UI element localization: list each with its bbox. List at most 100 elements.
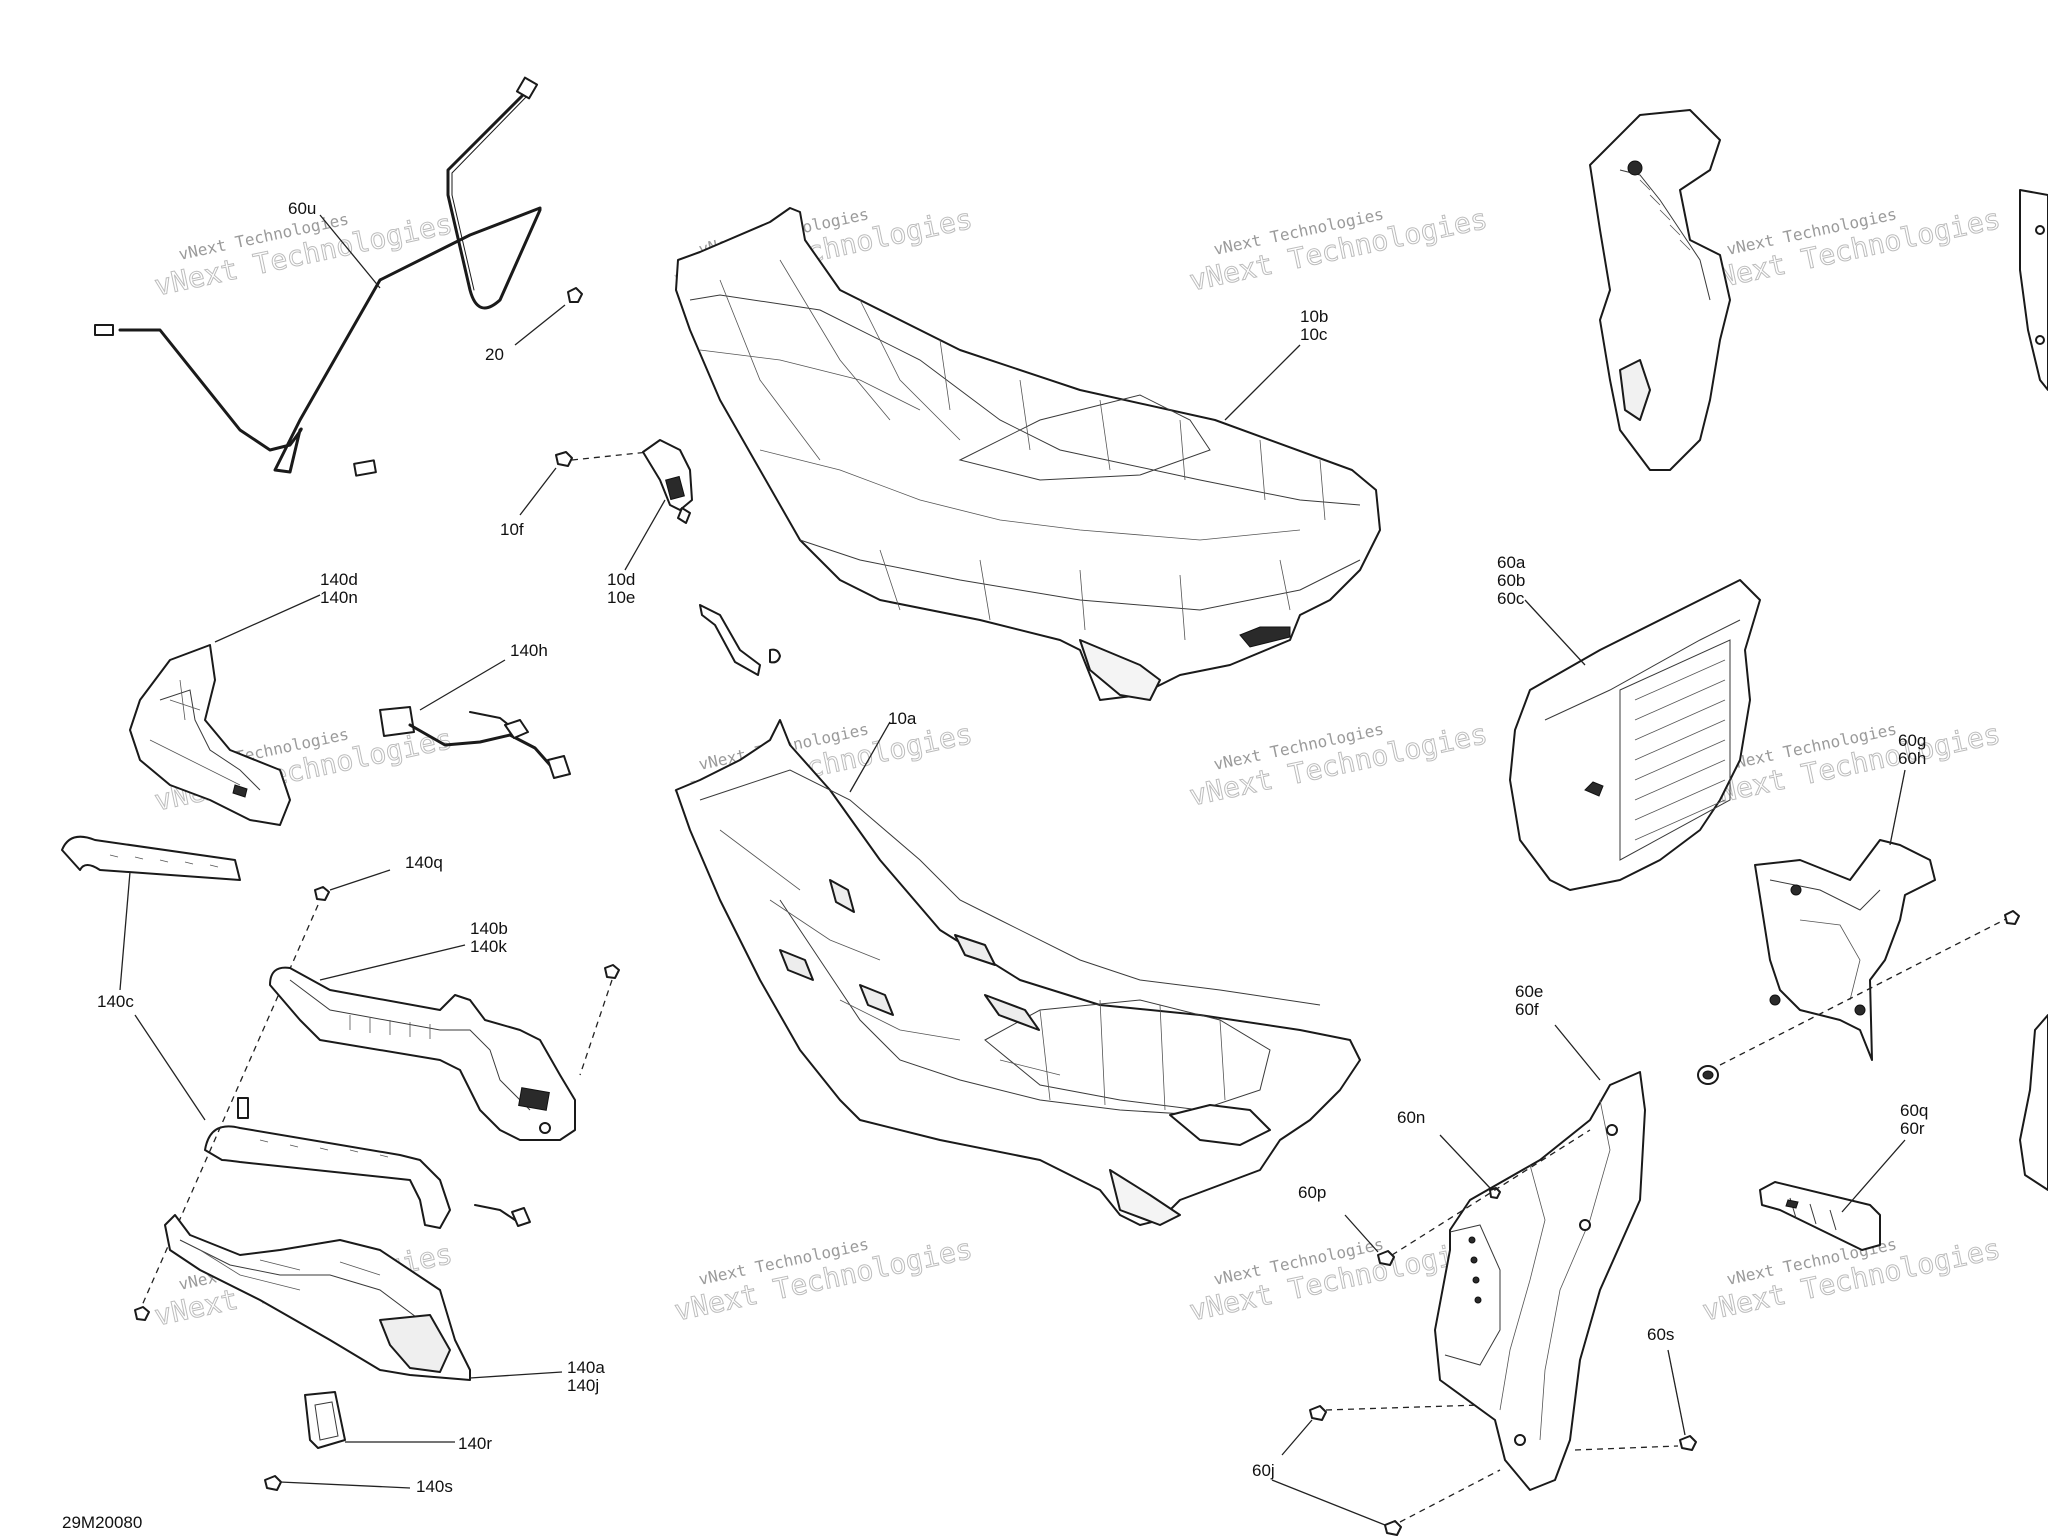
seat-10b [675,207,1381,701]
handle-support-140b [269,944,576,1141]
diagram-reference-number: 29M20080 [62,1513,142,1532]
callout-140d-line2: 140n [320,588,358,607]
leader-line [419,659,506,711]
screw-60p [1344,1214,1395,1266]
callout-60u: 60u [288,199,316,218]
callout-140d-line1: 140d [320,570,358,589]
callout-140d: 140d 140n [320,570,363,607]
leader-line [1554,1024,1601,1081]
callout-60a-line3: 60c [1497,589,1525,608]
vertical-trim-60e [1434,1024,1646,1491]
leader-line [514,304,566,346]
dashed-line [579,979,613,1076]
leader-line [469,1371,563,1379]
pin [237,1097,249,1119]
bracket-60g [1754,769,1936,1061]
callout-140h: 140h [510,641,548,660]
dashed-line [1399,1469,1501,1523]
leader-line [134,1014,206,1121]
dashed-line [1574,1445,1679,1451]
callout-10d-line1: 10d [607,570,635,589]
panel-140a [164,1214,563,1381]
edge-part-bottom-right [2019,1014,2048,1191]
callout-10b: 10b 10c [1300,307,1333,344]
leader-line [119,871,131,991]
rivet-10f [519,451,649,516]
grommet [1697,910,2020,1085]
callout-10b-line2: 10c [1300,325,1328,344]
callout-60s: 60s [1647,1325,1674,1344]
clip-60q [1759,1139,1906,1251]
callout-140r: 140r [458,1434,492,1453]
callout-20: 20 [485,345,504,364]
callout-140b-line2: 140k [470,937,507,956]
callout-140a-line2: 140j [567,1376,599,1395]
edge-part-top-right [2019,189,2048,391]
leader-line [1667,1349,1686,1436]
leader-line [279,1481,411,1489]
grab-handle-140c-bottom [134,1014,451,1229]
callout-60e-line1: 60e [1515,982,1543,1001]
callout-10a: 10a [888,709,917,728]
callout-60p: 60p [1298,1183,1326,1202]
callout-10d-line2: 10e [607,588,635,607]
callout-60q: 60q 60r [1900,1101,1933,1138]
grab-cap-140d [129,594,321,826]
callout-10b-line1: 10b [1300,307,1328,326]
callout-140a-line1: 140a [567,1358,605,1377]
callout-10f: 10f [500,520,524,539]
nut-60n [1391,1129,1591,1256]
latch-bracket [699,604,781,676]
callout-60q-line2: 60r [1900,1119,1925,1138]
leader-line [849,721,891,793]
latch-10d [624,439,693,571]
callout-60q-line1: 60q [1900,1101,1928,1120]
leader-line [519,467,557,516]
mirror-bracket-top [1589,109,1731,471]
screw-60s [1574,1349,1697,1451]
screw-140s [264,1475,411,1491]
dashed-line [1719,917,2009,1066]
callout-140a: 140a 140j [567,1358,610,1395]
callout-60a-line2: 60b [1497,571,1525,590]
callout-140b-line1: 140b [470,919,508,938]
seat-base-10a [675,719,1361,1226]
dashed-line [571,451,649,461]
leader-line [1524,599,1586,666]
leader-line [319,214,381,289]
callout-140q: 140q [405,853,443,872]
callout-60j: 60j [1252,1461,1275,1480]
callout-labels: 60u 20 10f 10d 10e 10b 10c 140d 140n 140… [97,199,1933,1496]
vent-panel-60a [1509,579,1761,891]
callout-140s: 140s [416,1477,453,1496]
clip-20 [514,287,583,346]
callout-60g-line1: 60g [1898,731,1926,750]
wire-140h [379,659,571,779]
leader-line [319,944,466,981]
screw-140b-right [579,964,620,1076]
callout-60a-line1: 60a [1497,553,1526,572]
leader-line [1224,344,1301,421]
callout-60n: 60n [1397,1108,1425,1127]
leader-line [1271,1479,1386,1526]
dashed-line [1325,1404,1481,1411]
callout-60a: 60a 60b 60c [1497,553,1530,608]
leader-line [1889,769,1906,846]
callout-140c: 140c [97,992,134,1011]
callout-60e-line2: 60f [1515,1000,1539,1019]
leader-line [1841,1139,1906,1213]
leader-line [1344,1214,1379,1253]
leader-line [1281,1419,1313,1456]
plate-140r [304,1391,455,1449]
callout-60e: 60e 60f [1515,982,1548,1019]
callout-60g-line2: 60h [1898,749,1926,768]
leader-line [214,594,321,643]
leader-line [1439,1134,1491,1189]
wiring-harness-60u [94,76,542,477]
callout-10d: 10d 10e [607,570,640,607]
leader-line [624,499,666,571]
grab-handle-140c-top [61,835,241,991]
screw-60j [1271,1404,1501,1536]
callout-140b: 140b 140k [470,919,513,956]
